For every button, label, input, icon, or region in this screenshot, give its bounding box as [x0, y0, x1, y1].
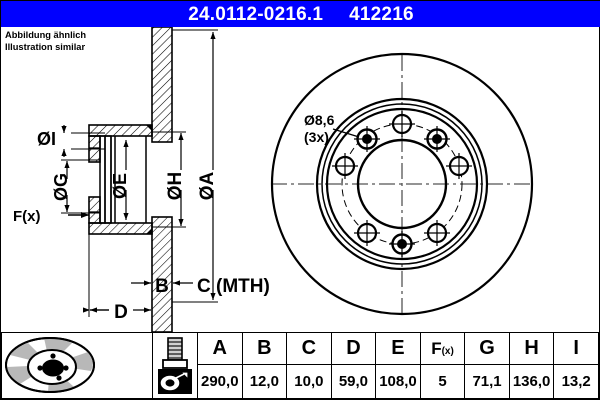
table-value-E: 108,0 [375, 364, 421, 399]
table-header-E: E [375, 331, 421, 366]
disc-measure-icon [158, 369, 192, 394]
dimension-I: ØI [37, 125, 105, 157]
illustration-note-de: Abbildung ähnlich [5, 30, 87, 40]
table-header-C: C [286, 331, 332, 366]
table-header-Fx: F(x) [419, 331, 466, 366]
front-view: Ø8,6 (3x) [270, 52, 534, 316]
bolt-holes [332, 111, 472, 246]
dimension-label-I: ØI [37, 129, 56, 149]
table-value-A: 290,0 [197, 364, 243, 399]
dimension-label-A: ØA [197, 171, 218, 200]
rotor-step-circle [321, 103, 483, 265]
table-value-Fx: 5 [419, 364, 466, 399]
hole-callout-quantity: (3x) [304, 129, 329, 145]
dimension-C: C (MTH) [197, 276, 270, 297]
dimension-label-C: C (MTH) [197, 276, 270, 297]
illustration-note: Abbildung ähnlich Illustration similar [5, 30, 86, 53]
dimension-A: ØA [172, 29, 218, 303]
bolt-hole [446, 153, 472, 179]
dimension-table: A B C D E F(x) G H I 290,0 12,0 10,0 59,… [1, 331, 599, 399]
table-value-H: 136,0 [508, 364, 555, 399]
table-value-I: 13,2 [553, 364, 599, 399]
table-value-D: 59,0 [330, 364, 377, 399]
drawing-svg: ØI ØG ØE ØH [13, 26, 534, 333]
bolt-hole [424, 220, 450, 246]
table-header-G: G [464, 331, 510, 366]
threaded-hole [424, 126, 450, 152]
rotor-outer-circle [270, 52, 534, 316]
section-view: ØI ØG ØE ØH [13, 26, 270, 333]
dimension-label-G: ØG [51, 173, 71, 201]
bolt-icon [158, 337, 192, 394]
illustration-note-en: Illustration similar [5, 41, 86, 52]
table-header-H: H [508, 331, 555, 366]
table-header-I: I [553, 331, 599, 366]
bolt-hole [354, 220, 380, 246]
center-bore-circle [356, 138, 448, 230]
table-value-C: 10,0 [286, 364, 332, 399]
bolt-hole [332, 153, 358, 179]
table-header-B: B [241, 331, 288, 366]
hole-callout: Ø8,6 (3x) [304, 112, 360, 145]
table-row-headers: A B C D E F(x) G H I [1, 331, 599, 399]
dimension-label-E: ØE [110, 173, 130, 199]
part-number: 24.0112-0216.1 [188, 3, 324, 25]
dimension-E: ØE [110, 140, 130, 220]
dimension-D: D [83, 234, 153, 323]
disc-icon-cell [1, 332, 153, 399]
header-banner: 24.0112-0216.1 412216 [1, 1, 600, 27]
threaded-holes [354, 126, 450, 257]
table-value-B: 12,0 [241, 364, 288, 399]
dimension-Fx: F(x) [13, 208, 89, 225]
table-header-D: D [330, 331, 377, 366]
dimension-B: B [131, 234, 193, 297]
table-value-G: 71,1 [464, 364, 510, 399]
table-row-values: 290,0 12,0 10,0 59,0 108,0 5 71,1 136,0 … [2, 364, 599, 399]
threaded-hole [389, 231, 415, 257]
hole-callout-diameter: Ø8,6 [304, 112, 335, 128]
brake-disc-icon [5, 337, 95, 393]
dimension-label-B: B [155, 276, 169, 297]
reference-number: 412216 [349, 3, 414, 25]
threaded-hole [354, 126, 380, 152]
table-header-A: A [197, 331, 243, 366]
dimension-label-D: D [114, 302, 128, 323]
drawing-area: ØI ØG ØE ØH [1, 26, 599, 333]
bolt-hole [389, 111, 415, 137]
dimension-H: ØH [152, 131, 186, 228]
rotor-friction-inner-circle [315, 97, 489, 271]
dimension-label-Fx: F(x) [13, 208, 41, 225]
hat-outer-circle [325, 107, 479, 261]
dimension-G: ØG [51, 159, 100, 214]
bolt-icon-cell [152, 332, 198, 399]
dimension-label-H: ØH [165, 172, 186, 201]
